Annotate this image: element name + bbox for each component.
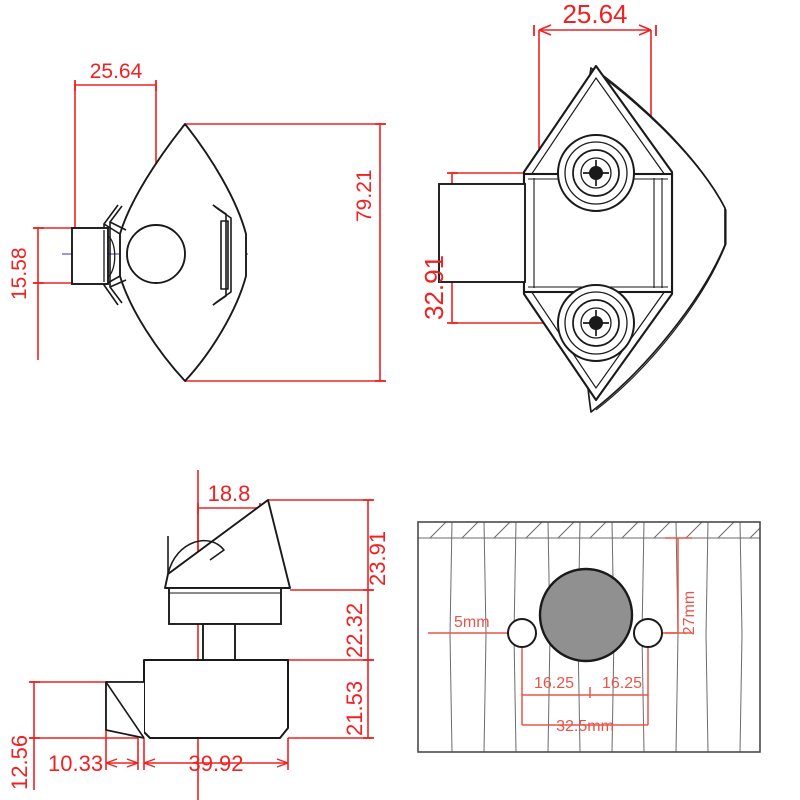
side-collar xyxy=(168,587,282,625)
dimension-label-side-mid-height: 22.32 xyxy=(342,603,367,658)
dimension-label-cutout-edge-distance: 27mm xyxy=(681,591,698,635)
dimension-side-body-length xyxy=(143,738,289,770)
dimension-front-total-height xyxy=(185,123,386,382)
cutout-edge-hatch xyxy=(418,522,760,539)
dimension-label-side-body-height: 21.53 xyxy=(342,681,367,736)
right-screw-hole xyxy=(633,618,663,648)
lower-screw-hole xyxy=(557,284,635,362)
dimension-label-side-tongue-length: 10.33 xyxy=(48,751,103,776)
front-knob-barrel xyxy=(71,227,116,285)
dimension-label-cutout-total-span: 32.5mm xyxy=(556,718,614,735)
side-body-block xyxy=(143,659,289,739)
side-latch-tongue xyxy=(105,681,145,739)
front-knob-circle xyxy=(126,224,186,284)
view-rear: 25.64 32.91 xyxy=(419,0,727,413)
view-side: 18.8 23.91 22.32 21.53 12.56 10.33 39.92 xyxy=(7,470,390,800)
dimension-label-front-knob-height: 15.58 xyxy=(8,247,31,300)
dimension-label-front-width: 25.64 xyxy=(90,60,143,83)
center-bore xyxy=(538,567,634,663)
rear-left-spigot xyxy=(438,183,526,283)
dimension-label-side-handle-width: 18.8 xyxy=(208,481,251,506)
dimension-label-cutout-screw-dia: 5mm xyxy=(454,614,490,631)
side-shaft xyxy=(202,623,236,661)
side-handle-wedge xyxy=(164,499,291,589)
dimension-label-side-tongue-height: 12.56 xyxy=(7,735,32,790)
front-right-tab xyxy=(212,204,232,306)
view-cutout: 5mm 27mm 16.25 16.25 32.5mm xyxy=(417,521,761,753)
dimension-label-cutout-left-offset: 16.25 xyxy=(534,675,574,692)
dimension-label-rear-width: 25.64 xyxy=(562,0,627,29)
left-screw-hole xyxy=(507,618,537,648)
dimension-front-knob-height xyxy=(33,227,75,360)
dimension-label-side-handle-height: 23.91 xyxy=(365,531,390,586)
dimension-label-side-body-length: 39.92 xyxy=(188,751,243,776)
front-left-wing xyxy=(103,204,127,306)
dimension-label-front-total-height: 79.21 xyxy=(353,169,376,222)
cutout-panel-border xyxy=(417,521,761,753)
view-front: 25.64 15.58 79.21 xyxy=(8,60,386,382)
upper-screw-hole xyxy=(557,134,635,212)
dimension-label-rear-bolt-spacing: 32.91 xyxy=(419,255,449,320)
dimension-label-cutout-right-offset: 16.25 xyxy=(602,675,642,692)
dimension-side-body-height xyxy=(288,660,374,739)
